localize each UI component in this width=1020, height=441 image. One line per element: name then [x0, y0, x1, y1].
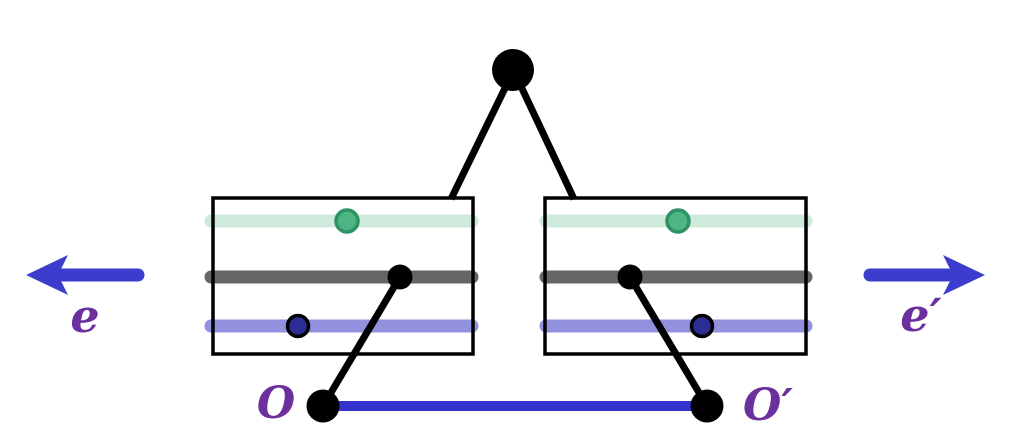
right-navy-point [689, 313, 715, 339]
left-edge-label: e [70, 289, 99, 343]
apex-node [492, 49, 534, 91]
left-box [211, 196, 475, 356]
left-node-to-O-line [319, 275, 404, 408]
left-navy-point [285, 313, 311, 339]
left-arrow-head [26, 255, 68, 295]
basepoint-O-prime-label: O′ [743, 380, 793, 431]
basepoint-O-prime-node [690, 389, 724, 423]
apex-to-left-box-line [447, 78, 513, 201]
left-green-point [334, 208, 360, 234]
left-black-point [387, 264, 413, 290]
right-arrow-icon [863, 255, 985, 295]
right-black-point [617, 264, 643, 290]
right-green-point [665, 208, 691, 234]
basepoint-O-node [306, 389, 340, 423]
left-arrow-icon [26, 255, 145, 295]
apex-to-right-box-line [514, 78, 578, 201]
basepoint-O-label: O [257, 378, 295, 429]
right-edge-label: e′ [900, 288, 941, 342]
right-arrow-head [943, 255, 985, 295]
right-node-to-O-prime-line [626, 275, 711, 408]
